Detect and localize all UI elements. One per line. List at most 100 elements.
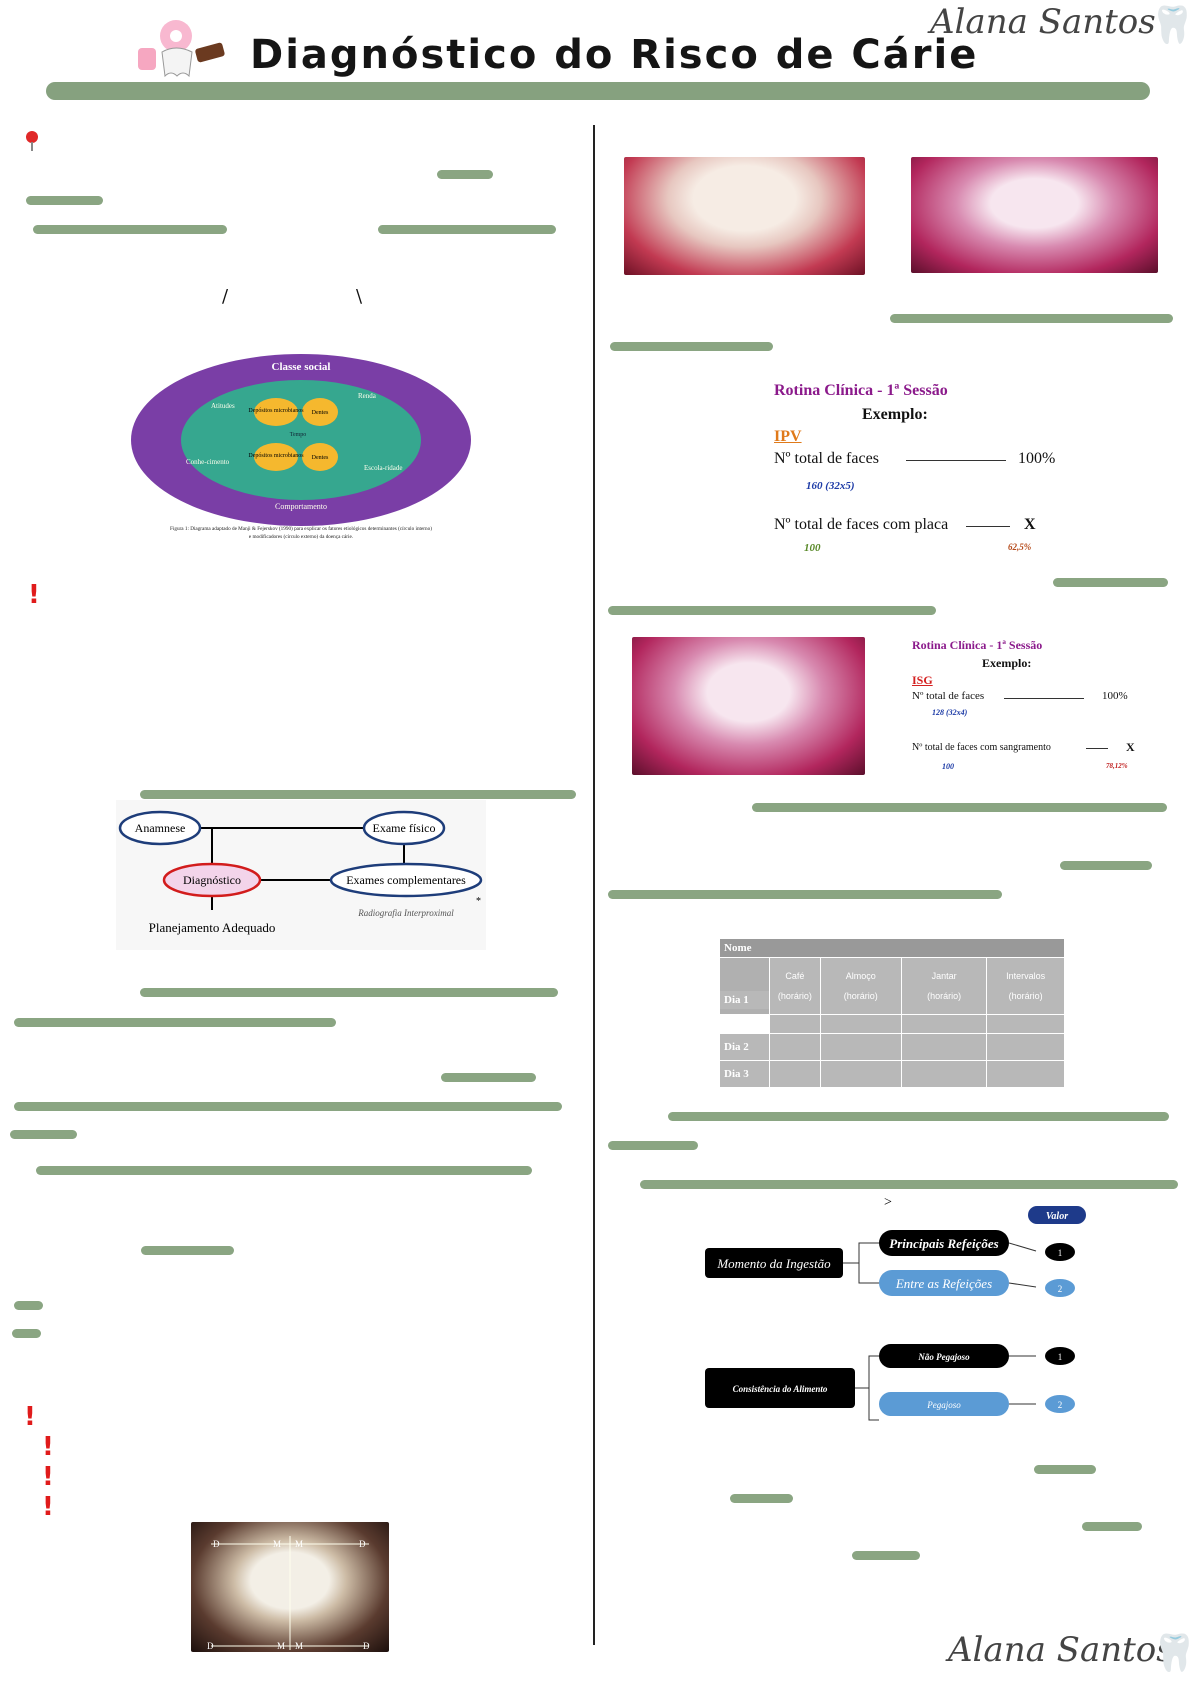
- isg-row2-value: X: [1126, 740, 1135, 754]
- table-header-row: Café (horário) Almoço (horário) Jantar (hor…: [718, 957, 1065, 1015]
- highlight-mark: [640, 1180, 1178, 1189]
- highlight-mark: [14, 1018, 336, 1027]
- highlight-mark: [1060, 861, 1152, 870]
- tooth-icon: 🦷: [1150, 5, 1191, 46]
- ipv-row2-note: 100: [804, 542, 821, 554]
- exclamation-icon: !: [42, 1492, 54, 1522]
- highlight-mark: [668, 1112, 1169, 1121]
- outer-label: Atitudes: [211, 402, 235, 410]
- row-label: Dia 3: [718, 1060, 771, 1088]
- outer-label: Renda: [358, 392, 377, 400]
- pin-icon: [24, 130, 40, 156]
- page-title: Diagnóstico do Risco de Cárie: [250, 32, 979, 78]
- entre-label: Entre as Refeições: [895, 1276, 992, 1291]
- outer-label: Comportamento: [275, 502, 327, 511]
- isg-example-label: Exemplo:: [982, 656, 1032, 670]
- ipv-row1-label: Nº total de faces: [774, 450, 879, 467]
- highlight-mark: [140, 790, 576, 799]
- tooth-numbering-photo: D M M D D M M D: [191, 1522, 389, 1652]
- arrow-line: [1004, 698, 1084, 699]
- tooth-label: D: [363, 1641, 370, 1651]
- row-label: Dia 2: [718, 1033, 771, 1061]
- ipv-title: Rotina Clínica - 1ª Sessão: [774, 382, 948, 399]
- diet-diary-table: Nome Café (horário) Almoço (horário) Janta…: [718, 938, 1065, 1088]
- highlight-mark: [1034, 1465, 1096, 1474]
- momento-label: Momento da Ingestão: [716, 1256, 831, 1271]
- isg-row2-label: Nº total de faces com sangramento: [912, 742, 1051, 753]
- diagram-caption: Figura 1: Diagrama adaptado de Manji & F…: [170, 525, 432, 532]
- diagnostico-label: Diagnóstico: [183, 873, 241, 887]
- value-badge: 2: [1058, 1284, 1063, 1294]
- col-header: Café: [785, 971, 805, 981]
- tooth-label: M: [273, 1539, 281, 1549]
- highlight-mark: [730, 1494, 793, 1503]
- col-subheader: (horário): [777, 991, 812, 1001]
- isg-index: ISG: [912, 673, 933, 687]
- inner-label: Depósitos microbianos: [248, 453, 304, 459]
- col-subheader: (horário): [1008, 991, 1043, 1001]
- header-bar: [46, 82, 1150, 100]
- tooth-label: D: [359, 1539, 366, 1549]
- star-mark: *: [476, 896, 481, 907]
- column-divider: [593, 125, 595, 1645]
- highlight-mark: [890, 314, 1173, 323]
- table-row: Dia 1: [718, 990, 1065, 1034]
- anamnese-label: Anamnese: [135, 821, 186, 835]
- exclamation-icon: !: [28, 580, 40, 610]
- principais-label: Principais Refeições: [889, 1236, 998, 1251]
- exclamation-icon: !: [42, 1432, 54, 1462]
- isg-row1-label: Nº total de faces: [912, 690, 985, 702]
- highlight-mark: [33, 225, 227, 234]
- diagnosis-flow-diagram: Anamnese Exame físico Diagnóstico Exames…: [116, 800, 486, 950]
- highlight-mark: [14, 1102, 562, 1111]
- tooth-label: D: [207, 1641, 214, 1651]
- col-subheader: (horário): [843, 991, 878, 1001]
- inner-label: Tempo: [290, 432, 307, 438]
- highlight-mark: [608, 1141, 698, 1150]
- arrow-line: [1086, 748, 1108, 749]
- highlight-mark: [610, 342, 773, 351]
- nao-pegajoso-label: Não Pegajoso: [917, 1352, 970, 1362]
- isg-example: Rotina Clínica - 1ª Sessão Exemplo: ISG …: [908, 636, 1138, 778]
- cariogenic-flow-diagram: > Valor Momento da Ingestão Principais R…: [700, 1192, 1090, 1422]
- footer-signature: Alana Santos: [948, 1630, 1174, 1670]
- ipv-row2-result: 62,5%: [1008, 542, 1032, 552]
- col-subheader: (horário): [927, 991, 962, 1001]
- col-header: Almoço: [845, 971, 876, 981]
- table-row: Dia 3: [718, 1060, 1065, 1088]
- highlight-mark: [608, 606, 936, 615]
- diagram-caption: e modificadores (círculo externo) da doe…: [249, 533, 353, 540]
- backslash-mark: \: [356, 286, 363, 307]
- highlight-mark: [26, 196, 103, 205]
- table-name-header: Nome: [719, 938, 1065, 958]
- exame-fisico-label: Exame físico: [373, 821, 436, 835]
- planejamento-label: Planejamento Adequado: [149, 920, 276, 935]
- isg-title: Rotina Clínica - 1ª Sessão: [912, 638, 1043, 652]
- ipv-row2-value: X: [1024, 516, 1036, 533]
- highlight-mark: [14, 1301, 43, 1310]
- ipv-row1-value: 100%: [1018, 450, 1056, 467]
- tooth-label: M: [295, 1539, 303, 1549]
- etiology-diagram: Classe social Atitudes Renda Conhe-cimen…: [116, 352, 486, 548]
- tooth-icon: 🦷: [1152, 1633, 1191, 1674]
- header-signature: Alana Santos: [930, 2, 1156, 42]
- valor-label: Valor: [1046, 1211, 1068, 1222]
- arrow-line: [966, 526, 1010, 527]
- highlight-mark: [441, 1073, 536, 1082]
- exclamation-icon: !: [42, 1462, 54, 1492]
- highlight-mark: [608, 890, 1002, 899]
- ipv-index: IPV: [774, 428, 802, 445]
- ipv-row2-label: Nº total de faces com placa: [774, 516, 949, 533]
- table-row: Dia 2: [718, 1033, 1065, 1061]
- isg-row2-note: 100: [942, 762, 954, 771]
- isg-row1-note: 128 (32x4): [932, 708, 968, 717]
- teeth-photo: [624, 157, 865, 275]
- outer-label: Conhe-cimento: [186, 458, 230, 466]
- consistencia-label: Consistência do Alimento: [733, 1384, 828, 1394]
- handwritten-note: Radiografia Interproximal: [357, 908, 454, 918]
- inner-label: Dentes: [312, 410, 329, 416]
- value-badge: 1: [1058, 1352, 1063, 1362]
- col-header: Jantar: [931, 971, 957, 981]
- row-label: Dia 1: [718, 990, 771, 1010]
- gt-mark: >: [884, 1195, 892, 1210]
